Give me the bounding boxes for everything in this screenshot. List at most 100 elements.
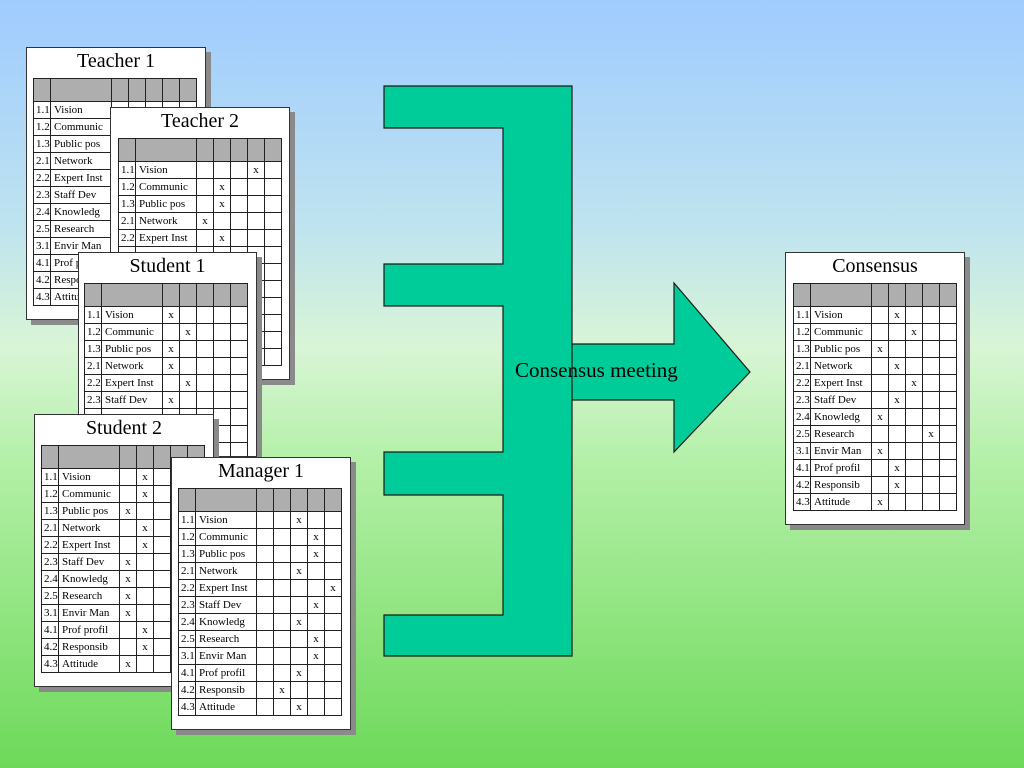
rating-cell [871, 306, 889, 324]
header-cell [162, 283, 180, 307]
rating-cell [922, 391, 940, 409]
header-cell [128, 78, 146, 102]
criterion-label: Prof profil [810, 459, 872, 477]
rating-cell [324, 664, 342, 682]
rating-cell [273, 528, 291, 546]
rating-cell [273, 511, 291, 529]
criterion-label: Communic [101, 323, 163, 341]
rating-cell [290, 630, 308, 648]
rating-cell [136, 587, 154, 605]
rating-cell [888, 323, 906, 341]
criterion-number: 2.2 [793, 374, 811, 392]
header-cell [101, 283, 163, 307]
header-cell [153, 445, 171, 469]
rating-cell [922, 306, 940, 324]
rating-cell [324, 528, 342, 546]
rating-cell [196, 323, 214, 341]
header-cell [162, 78, 180, 102]
rating-cell [213, 161, 231, 179]
criterion-label: Staff Dev [101, 391, 163, 409]
rating-cell [264, 263, 282, 281]
header-cell [178, 488, 196, 512]
table-header-row [178, 488, 342, 512]
rating-cell: x [905, 374, 923, 392]
rating-cell [939, 357, 957, 375]
rating-cell [230, 408, 248, 426]
rating-cell [939, 340, 957, 358]
rating-cell [136, 604, 154, 622]
rating-cell: x [213, 195, 231, 213]
criterion-number: 1.3 [118, 195, 136, 213]
rating-cell: x [179, 374, 197, 392]
rating-cell [273, 579, 291, 597]
criterion-number: 1.2 [178, 528, 196, 546]
rating-cell: x [871, 493, 889, 511]
rating-cell [273, 698, 291, 716]
criterion-number: 2.1 [84, 357, 102, 375]
header-cell [939, 283, 957, 307]
rating-cell [273, 545, 291, 563]
rating-cell [153, 621, 171, 639]
rating-cell [922, 323, 940, 341]
rating-cell [256, 698, 274, 716]
criterion-number: 1.2 [33, 118, 51, 136]
rating-cell: x [179, 323, 197, 341]
criterion-number: 2.5 [41, 587, 59, 605]
rating-cell: x [119, 587, 137, 605]
rating-cell [922, 408, 940, 426]
criterion-number: 3.1 [33, 237, 51, 255]
criterion-label: Communic [50, 118, 112, 136]
rating-cell [871, 476, 889, 494]
rating-cell [196, 340, 214, 358]
rating-cell [273, 664, 291, 682]
rating-cell: x [136, 468, 154, 486]
rating-cell [230, 357, 248, 375]
rating-cell [230, 229, 248, 247]
rating-cell [324, 681, 342, 699]
rating-cell [905, 391, 923, 409]
criterion-number: 1.1 [84, 306, 102, 324]
rating-cell [939, 374, 957, 392]
header-cell [135, 138, 197, 162]
rating-cell: x [162, 340, 180, 358]
criterion-label: Expert Inst [135, 229, 197, 247]
rating-cell: x [307, 528, 325, 546]
rating-cell: x [162, 391, 180, 409]
rating-cell [905, 476, 923, 494]
rating-cell [256, 613, 274, 631]
rating-cell [264, 229, 282, 247]
rating-cell: x [871, 442, 889, 460]
rating-cell [196, 306, 214, 324]
consensus-meeting-label: Consensus meeting [515, 358, 678, 382]
rating-cell [119, 621, 137, 639]
rating-cell [922, 374, 940, 392]
rating-cell: x [119, 502, 137, 520]
criterion-number: 2.2 [118, 229, 136, 247]
criterion-number: 2.1 [118, 212, 136, 230]
criterion-label: Responsib [58, 638, 120, 656]
header-cell [230, 138, 248, 162]
criterion-label: Staff Dev [50, 186, 112, 204]
criterion-label: Vision [50, 101, 112, 119]
rating-cell [179, 357, 197, 375]
rating-cell [307, 511, 325, 529]
criterion-label: Envir Man [810, 442, 872, 460]
header-cell [888, 283, 906, 307]
rating-cell [290, 681, 308, 699]
rating-cell [324, 596, 342, 614]
rating-cell [153, 485, 171, 503]
rating-cell: x [119, 604, 137, 622]
rating-cell [871, 374, 889, 392]
criterion-number: 1.3 [84, 340, 102, 358]
rating-cell [153, 536, 171, 554]
